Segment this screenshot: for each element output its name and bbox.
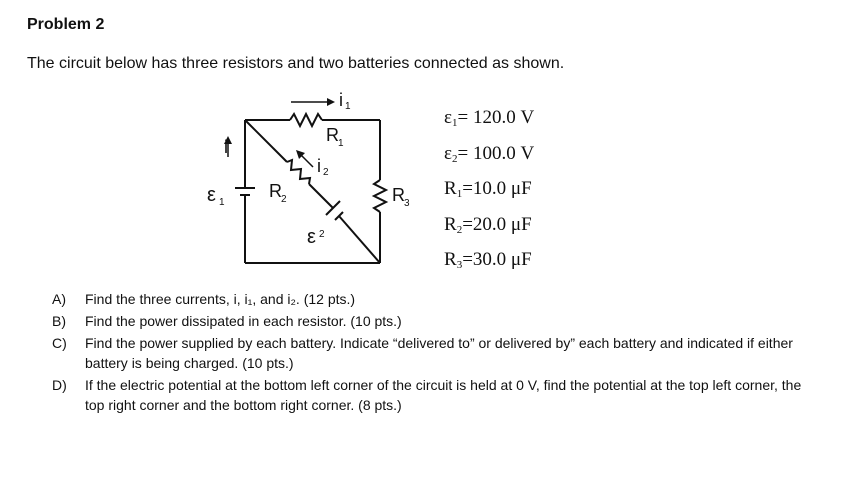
label-e1: ε [207,184,216,206]
value-row: R2=20.0 μF [444,213,532,236]
label-r2-sub: 2 [281,194,287,205]
resistor-r3-symbol [371,179,389,213]
label-i2: i [317,156,321,176]
value-row: R1=10.0 μF [444,178,532,200]
label-i2-sub: 2 [323,167,329,178]
label-r3-sub: 3 [404,198,410,209]
question-letter: A) [52,291,66,307]
battery-e2-long-plate [325,200,341,216]
value-row: ε1= 120.0 V [444,107,535,129]
question-letter: C) [52,335,67,351]
value-row: ε2= 100.0 V [444,142,535,165]
question-letter: D) [52,377,67,393]
label-i1: i [339,90,343,110]
resistor-r1-symbol [289,111,323,129]
label-e1-sub: 1 [219,197,225,208]
label-r1-sub: 1 [338,138,344,149]
problem-title: Problem 2 [27,16,105,33]
question-item: C) Find the power supplied by each batte… [52,333,812,373]
label-r2: R [269,181,282,201]
question-item: D) If the electric potential at the bott… [52,375,812,415]
label-i: i [224,137,228,157]
question-text: Find the power dissipated in each resist… [85,313,402,329]
label-r3: R [392,185,405,205]
value-row: R3=30.0 μF [444,249,532,271]
question-letter: B) [52,313,66,329]
problem-intro: The circuit below has three resistors an… [27,55,565,72]
question-item: A) Find the three currents, i, i₁, and i… [52,289,812,309]
question-item: B) Find the power dissipated in each res… [52,311,812,331]
current-i1-arrow [291,98,335,106]
circuit-diagram: i 1 i i 2 R 1 R 2 R 3 ε 1 ε 2 [207,90,410,264]
current-i2-arrow [296,150,314,168]
question-text: If the electric potential at the bottom … [85,377,802,413]
question-text: Find the power supplied by each battery.… [85,335,793,371]
current-i-arrow [224,136,232,157]
question-list: A) Find the three currents, i, i₁, and i… [52,289,812,417]
label-e2: ε [307,226,316,248]
label-e2-sub: 2 [319,229,325,240]
question-text: Find the three currents, i, i₁, and i₂. … [85,291,356,307]
resistor-r2-symbol [286,158,312,185]
label-i1-sub: 1 [345,101,351,112]
label-r1: R [326,125,339,145]
component-values: ε1= 120.0 V ε2= 100.0 V R1=10.0 μF R2=20… [444,103,534,281]
